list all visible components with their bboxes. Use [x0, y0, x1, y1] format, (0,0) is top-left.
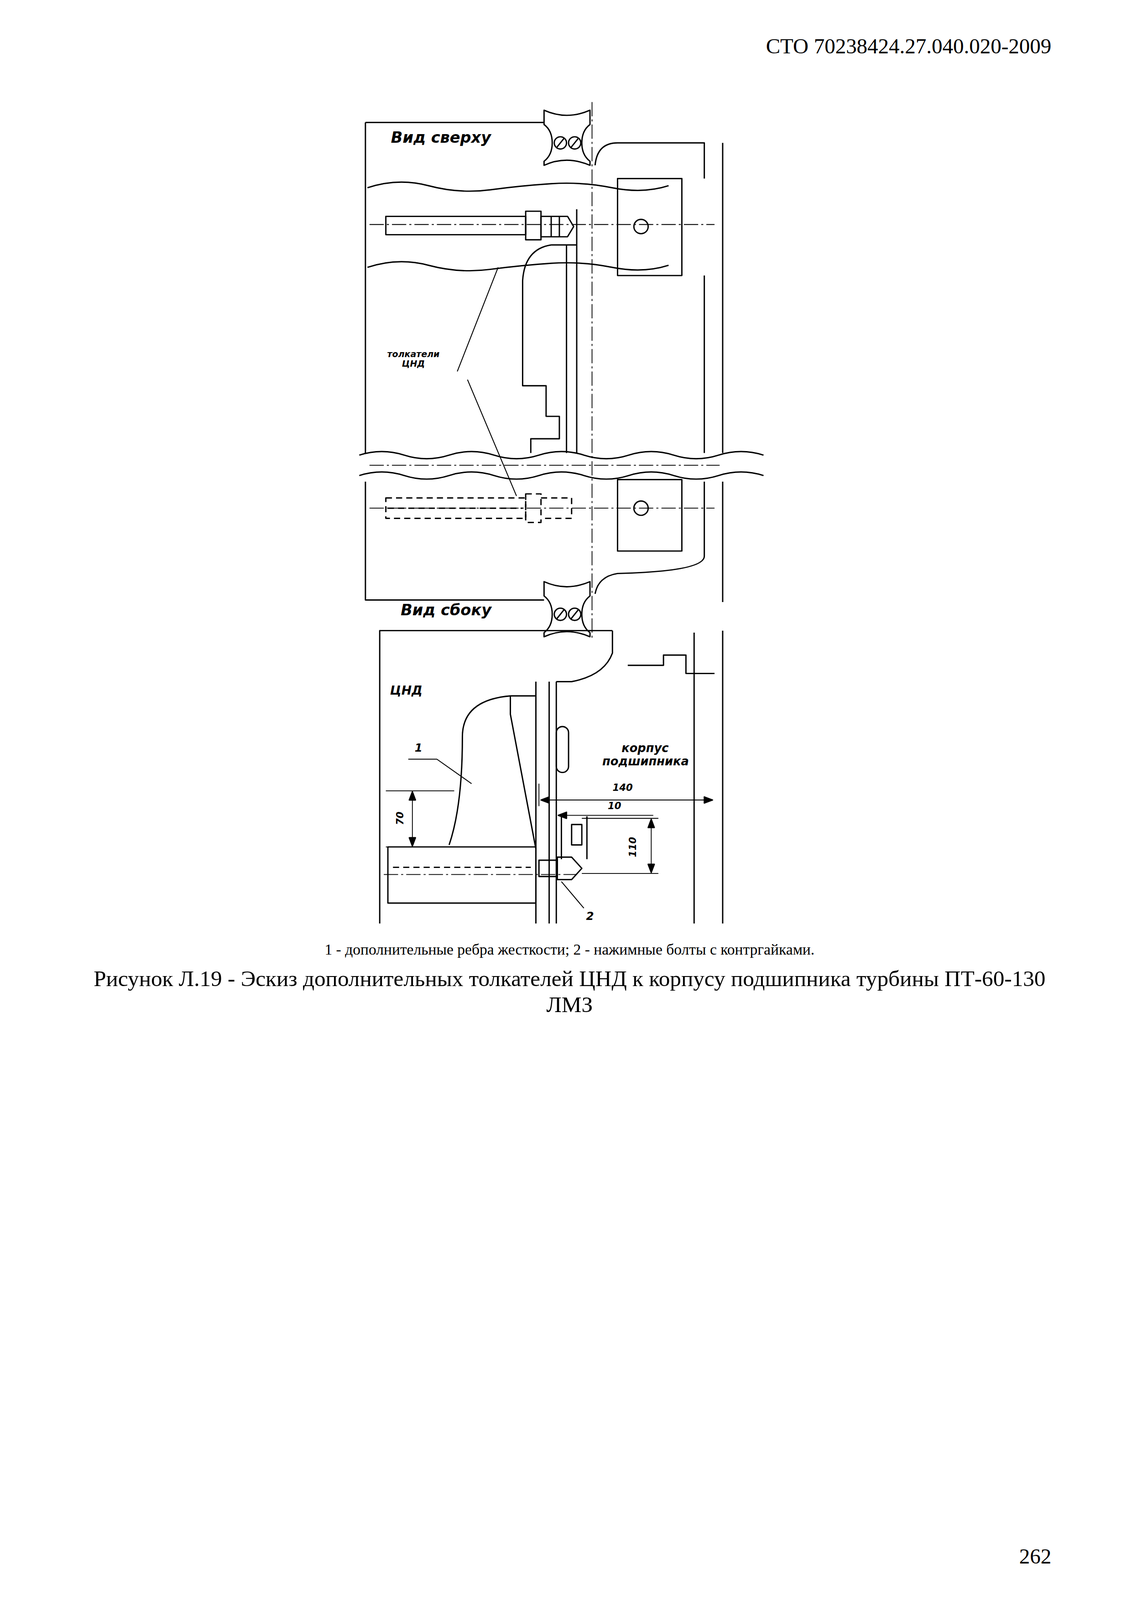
view-title: Вид сбоку — [400, 601, 492, 620]
sketch-line — [557, 857, 582, 880]
sketch-line — [408, 759, 472, 785]
sketch-line — [383, 874, 577, 876]
part-label: толкатели ЦНД — [383, 349, 444, 370]
sketch-line — [591, 102, 593, 642]
side-view — [379, 631, 723, 924]
dimension: 70 — [394, 811, 406, 826]
document-code: СТО 70238424.27.040.020-2009 — [766, 33, 1052, 59]
sketch-line — [359, 472, 764, 480]
sketch-line — [571, 824, 582, 846]
sketch-line — [556, 137, 579, 148]
part-label: ЦНД — [390, 683, 423, 699]
sketch-line — [556, 609, 579, 620]
sketch-line — [617, 178, 682, 277]
sketch-line — [409, 792, 416, 847]
sketch-line — [369, 224, 715, 225]
sketch-line — [617, 479, 682, 552]
sketch-line — [386, 216, 526, 235]
sketch-line — [543, 110, 590, 166]
dimension: 140 — [612, 782, 633, 794]
top-view — [359, 102, 764, 642]
sketch-line — [538, 783, 540, 807]
sketch-line — [558, 815, 654, 817]
sketch-line — [412, 794, 413, 845]
sketch-line — [541, 797, 713, 804]
sketch-line — [379, 631, 723, 924]
legend-note: 1 - дополнительные ребра жесткости; 2 - … — [324, 941, 815, 960]
sketch-line — [633, 219, 648, 234]
figure-caption: Рисунок Л.19 - Эскиз дополнительных толк… — [79, 966, 1060, 1018]
sketch-line — [627, 632, 715, 924]
sketch-line — [556, 631, 613, 683]
sketch-line — [551, 244, 577, 246]
sketch-line — [561, 816, 587, 860]
sketch-line — [386, 791, 455, 848]
sketch-line — [510, 696, 537, 850]
sketch-line — [369, 464, 720, 466]
sketch-line — [448, 696, 536, 846]
sketch-line — [648, 819, 655, 873]
view-title: Вид сверху — [391, 129, 491, 147]
sketch-line — [359, 451, 764, 460]
sketch-line — [541, 216, 574, 237]
part-label: корпус подшипника — [602, 741, 689, 769]
sketch-line — [367, 182, 669, 192]
sketch-line — [556, 726, 569, 773]
sketch-line — [581, 818, 659, 874]
sketch-line — [369, 507, 715, 509]
sketch-line — [365, 122, 545, 601]
sketch-line — [392, 866, 531, 869]
sketch-line — [457, 267, 517, 496]
callout-number: 1 — [414, 741, 423, 755]
sketch-line — [538, 860, 558, 877]
sketch-line — [387, 847, 536, 904]
sketch-line — [721, 142, 724, 603]
sketch-line — [558, 812, 567, 819]
sketch-line — [367, 261, 669, 272]
dimension: 10 — [607, 800, 622, 812]
dimension: 110 — [627, 837, 639, 858]
sketch-line — [594, 142, 705, 595]
sketch-line — [543, 581, 590, 637]
sketch-line — [541, 799, 713, 801]
page-number: 262 — [1019, 1544, 1052, 1570]
callout-number: 2 — [586, 910, 595, 924]
sketch-line — [561, 881, 584, 909]
sketch-line — [522, 209, 577, 454]
sketch-line — [525, 211, 542, 240]
